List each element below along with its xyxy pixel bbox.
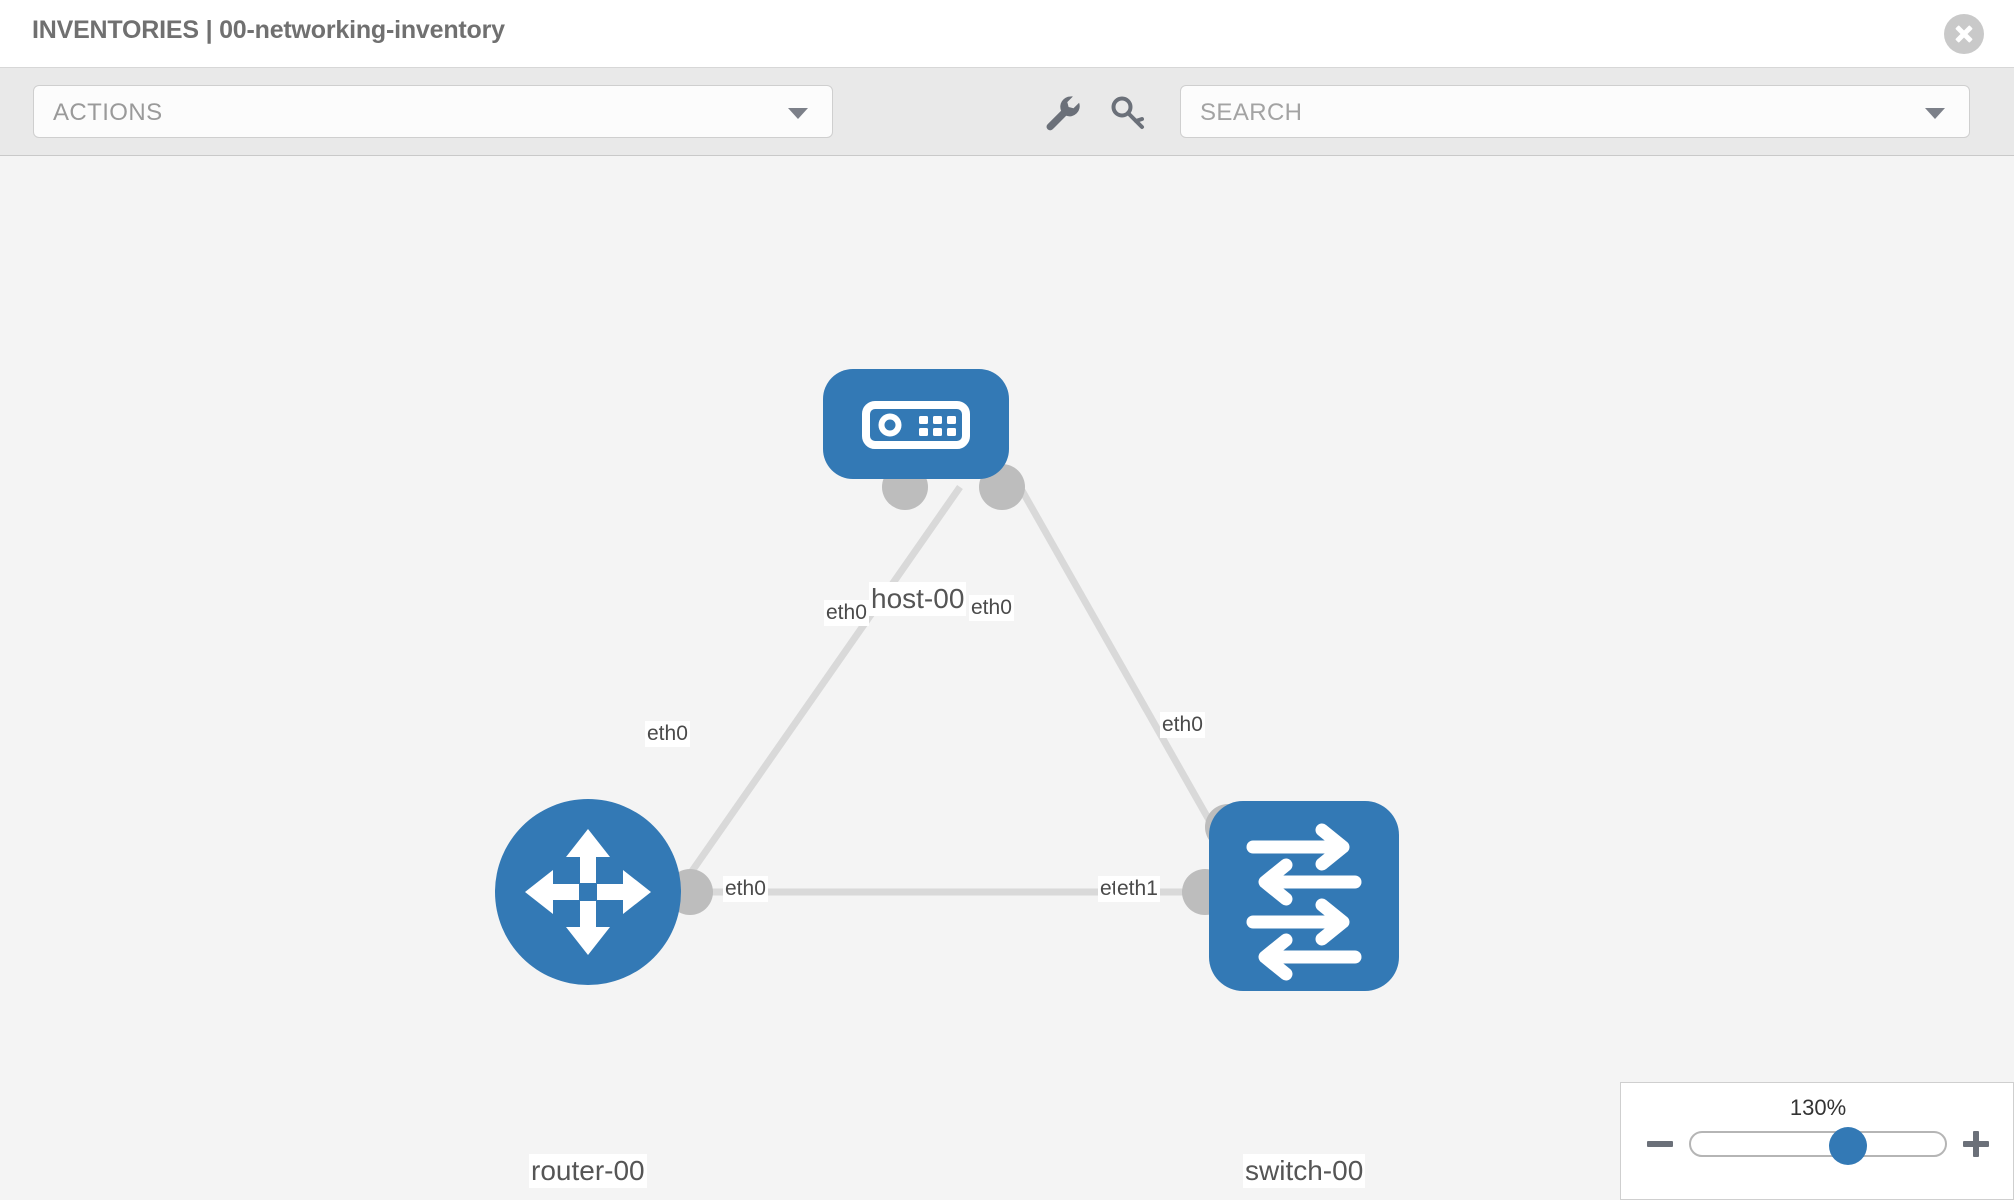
edge-label-host00-left: eth0 bbox=[824, 600, 869, 626]
key-icon[interactable] bbox=[1107, 90, 1151, 134]
edge-label-switch00-uplink: eth0 bbox=[1160, 712, 1205, 738]
zoom-out-button[interactable] bbox=[1645, 1129, 1675, 1159]
edge-label-switch00-eth1: eth1 bbox=[1115, 876, 1160, 902]
edge-label-host00-right: eth0 bbox=[969, 595, 1014, 621]
edge-label-router00-uplink: eth0 bbox=[645, 721, 690, 747]
chevron-down-icon bbox=[1925, 108, 1945, 119]
page-title: INVENTORIES | 00-networking-inventory bbox=[32, 16, 505, 44]
port-group bbox=[667, 464, 1251, 915]
zoom-in-button[interactable] bbox=[1961, 1129, 1991, 1159]
zoom-control-panel: 130% bbox=[1620, 1082, 2014, 1200]
search-input[interactable]: SEARCH bbox=[1180, 85, 1970, 138]
node-label-switch-00: switch-00 bbox=[1243, 1154, 1366, 1188]
node-switch-00[interactable] bbox=[1209, 801, 1399, 991]
toolbar: ACTIONS SEARCH bbox=[0, 68, 2014, 156]
close-icon[interactable] bbox=[1944, 14, 1984, 54]
actions-dropdown[interactable]: ACTIONS bbox=[33, 85, 833, 138]
node-label-router-00: router-00 bbox=[529, 1154, 647, 1188]
zoom-slider-thumb[interactable] bbox=[1829, 1127, 1868, 1165]
actions-dropdown-label: ACTIONS bbox=[53, 99, 163, 126]
topology-canvas[interactable]: eth0 eth0 eth0 eth0 eth0 eth0 eth1 host-… bbox=[0, 157, 2014, 1200]
node-router-00[interactable] bbox=[495, 799, 681, 985]
zoom-level-label: 130% bbox=[1789, 1095, 1847, 1120]
edge-host00-router00[interactable] bbox=[657, 484, 963, 920]
chevron-down-icon bbox=[788, 108, 808, 119]
wrench-icon[interactable] bbox=[1040, 90, 1084, 134]
node-host-00[interactable] bbox=[823, 369, 1009, 479]
edge-label-router00-eth0: eth0 bbox=[723, 876, 768, 902]
zoom-slider[interactable] bbox=[1689, 1127, 1947, 1165]
edge-host00-switch00[interactable] bbox=[1016, 485, 1234, 859]
node-label-host-00: host-00 bbox=[869, 582, 967, 616]
page-header: INVENTORIES | 00-networking-inventory bbox=[0, 0, 2014, 68]
search-placeholder: SEARCH bbox=[1200, 99, 1303, 126]
topology-graph bbox=[495, 369, 1399, 991]
edge-group bbox=[657, 484, 1234, 920]
